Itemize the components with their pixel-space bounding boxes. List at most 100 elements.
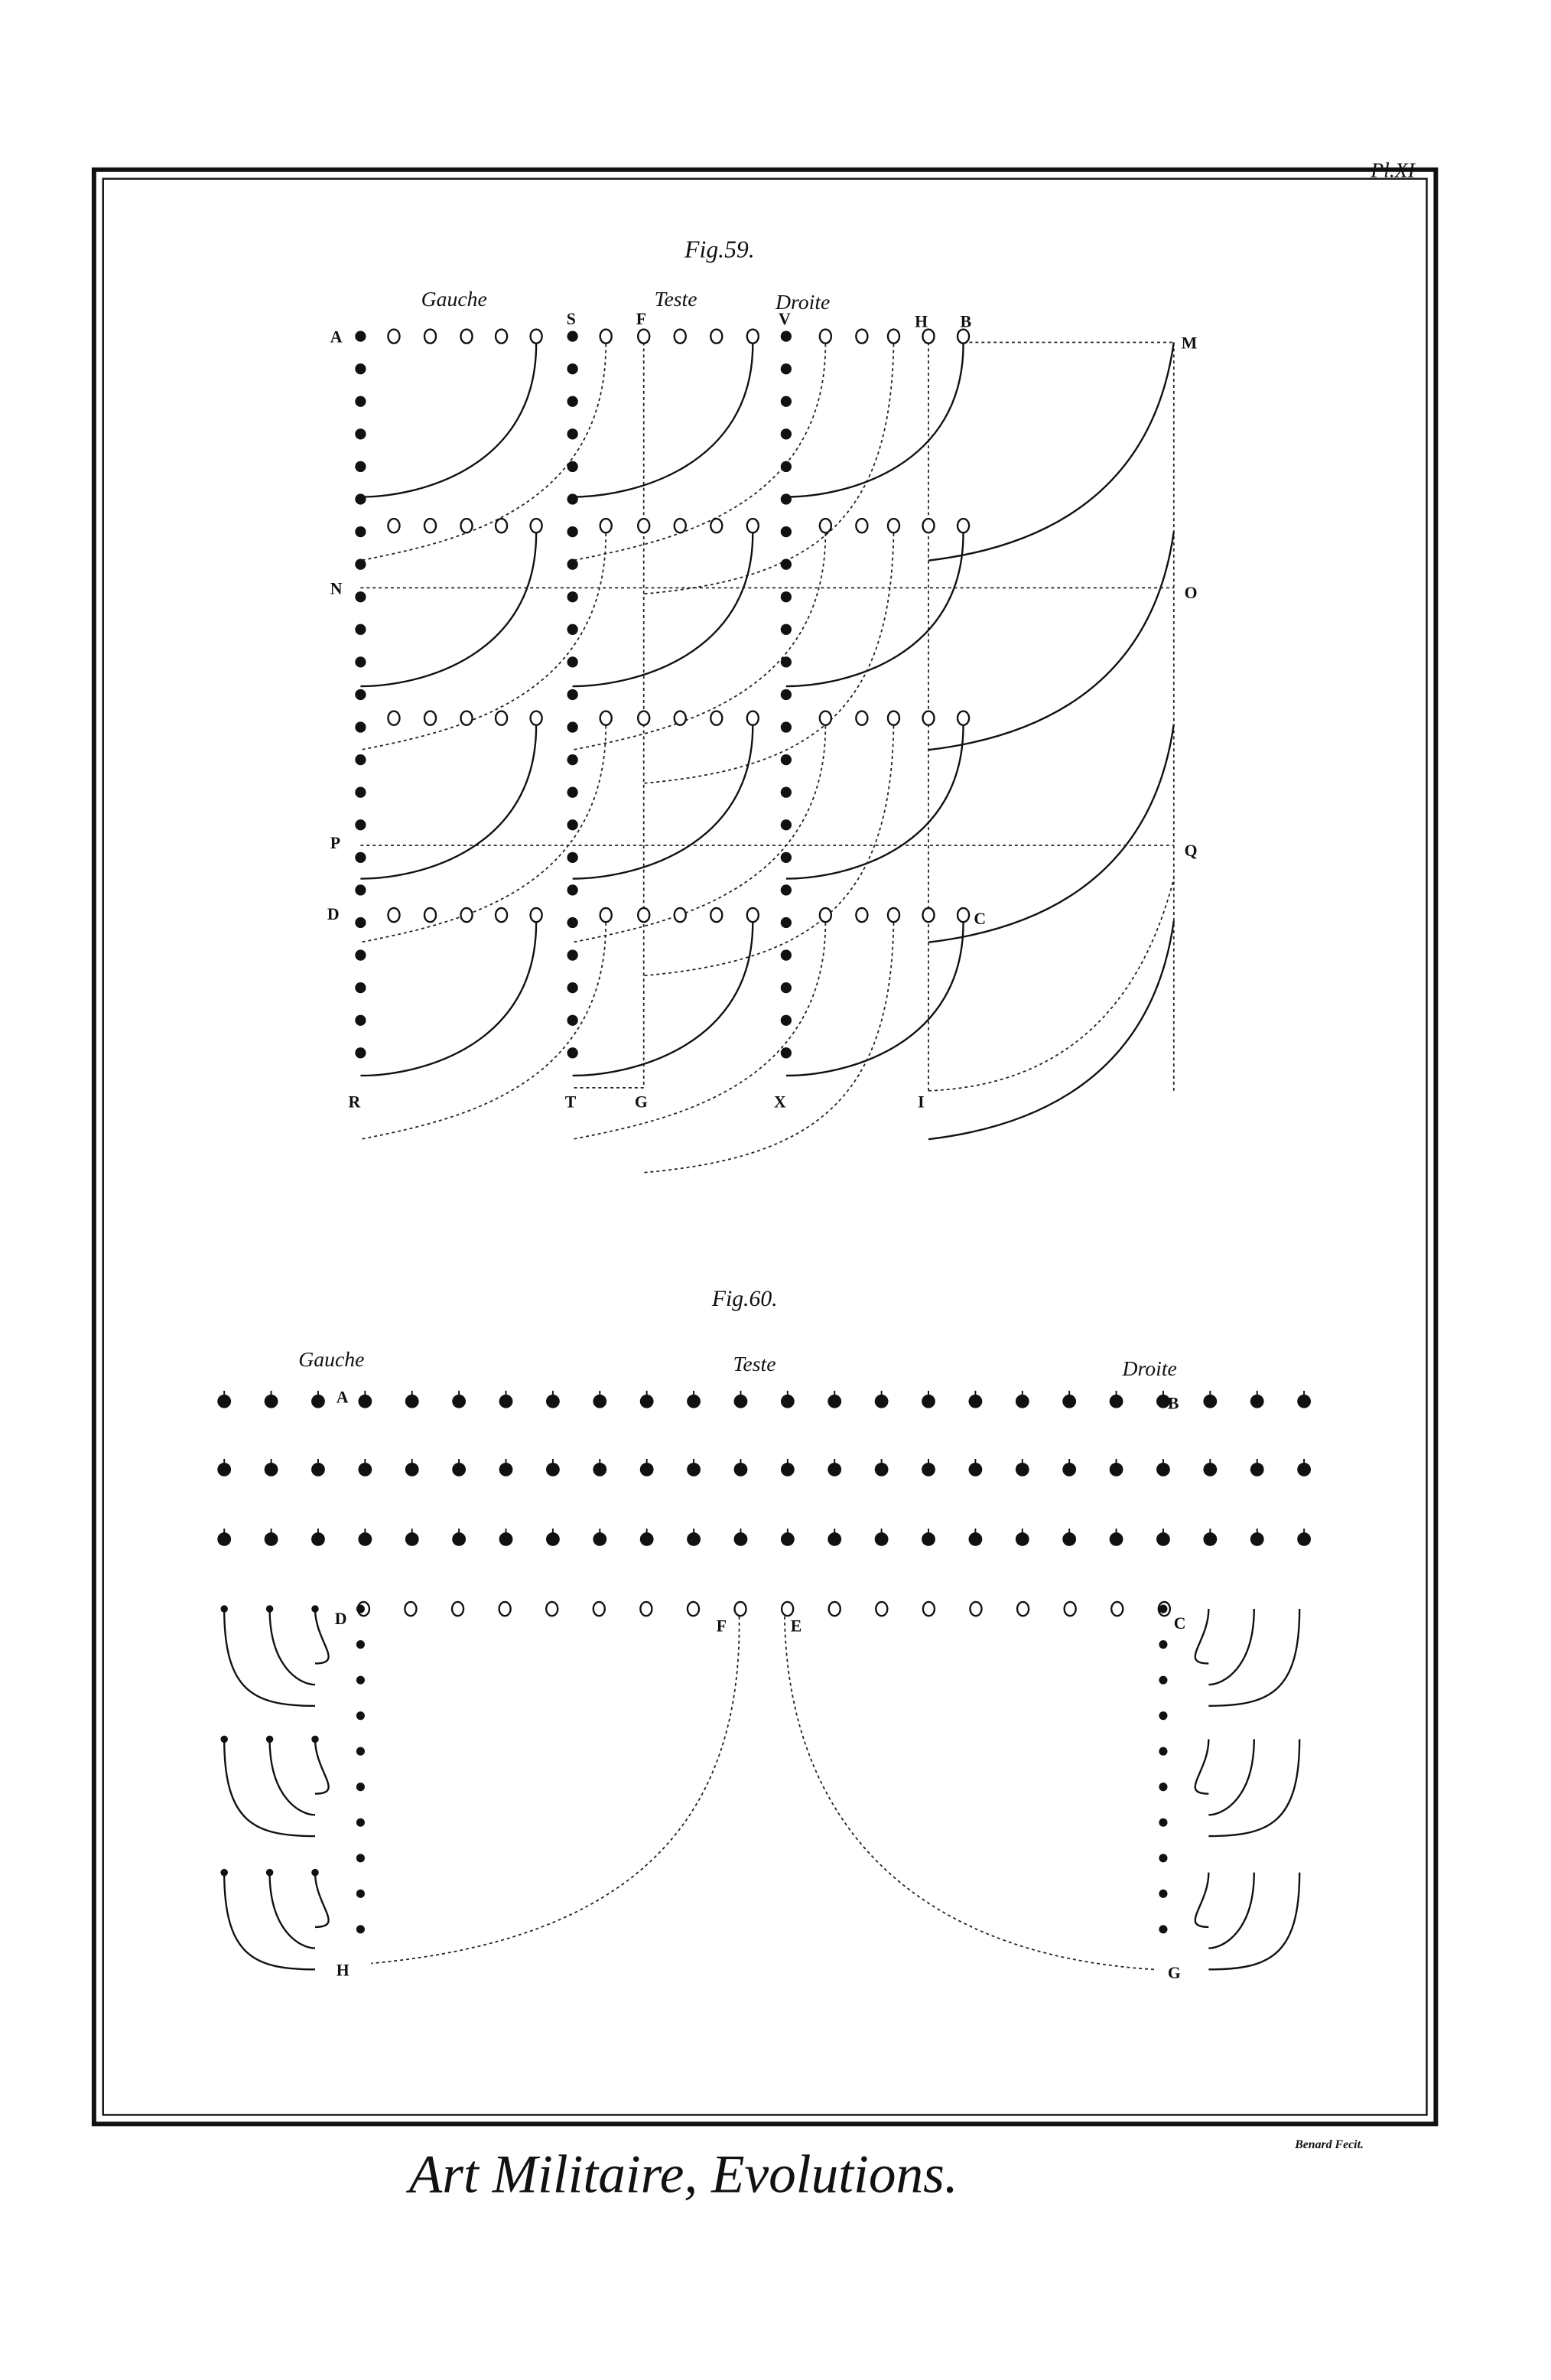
file-dot <box>355 786 366 798</box>
fig59-heading-teste: Teste <box>655 287 697 311</box>
rank-circle <box>599 517 613 534</box>
file-dot <box>355 754 366 766</box>
file-dot <box>780 982 792 994</box>
wheel-arc <box>223 1872 315 1971</box>
soldier-dot <box>264 1532 278 1546</box>
wheel-dot <box>265 1605 274 1613</box>
fig60-lines <box>223 1609 1301 1971</box>
file-dot <box>1159 1711 1168 1721</box>
rank-circle <box>387 328 401 344</box>
file-dot <box>780 330 792 342</box>
soldier-dot <box>1250 1394 1264 1408</box>
file-dot <box>780 526 792 538</box>
rank-circle <box>494 517 509 534</box>
file-dot <box>355 330 366 342</box>
fig59-label-C: C <box>974 910 986 928</box>
rank-circle <box>460 517 473 534</box>
rank-circle <box>886 710 901 726</box>
plate-title: Art Militaire, Evolutions. <box>406 2144 958 2204</box>
wheel-arc <box>360 343 538 498</box>
wheel-arc-dashed <box>643 725 895 977</box>
file-dot <box>1159 1675 1168 1685</box>
soldier-dot <box>358 1394 372 1408</box>
fig59-dots <box>355 328 971 1059</box>
rank-circle <box>423 517 437 534</box>
soldier-dot <box>1297 1532 1312 1546</box>
fig59-heading-gauche: Gauche <box>421 287 487 311</box>
file-dot <box>567 623 578 635</box>
soldier-dot <box>452 1462 467 1477</box>
file-dot <box>780 819 792 831</box>
rank-circle <box>710 710 723 726</box>
file-dot <box>567 721 578 733</box>
file-dot <box>780 949 792 961</box>
fig59-label-R: R <box>349 1093 361 1112</box>
soldier-dot <box>1156 1394 1170 1408</box>
file-dot <box>780 493 792 505</box>
file-dot <box>356 1925 365 1934</box>
wheel-arc <box>572 922 754 1077</box>
file-dot <box>780 363 792 375</box>
soldier-dot <box>874 1394 889 1408</box>
file-dot <box>780 396 792 407</box>
soldier-dot <box>1203 1532 1218 1546</box>
soldier-dot <box>780 1532 795 1546</box>
file-dot <box>356 1854 365 1863</box>
wheel-arc <box>785 922 964 1077</box>
fig60-label-F: F <box>717 1617 727 1636</box>
rank-circle <box>423 907 437 923</box>
wheel-arc <box>785 343 964 498</box>
soldier-dot <box>311 1532 325 1546</box>
guide-line-F-G <box>572 342 645 1089</box>
soldier-dot <box>1109 1462 1123 1477</box>
rank-circle <box>886 517 901 534</box>
soldier-dot <box>405 1394 419 1408</box>
soldier-dot <box>968 1394 983 1408</box>
file-dot <box>356 1675 365 1685</box>
file-dot <box>355 558 366 570</box>
soldier-dot <box>639 1394 654 1408</box>
rank-circle <box>733 1600 747 1617</box>
wheel-arc <box>314 1872 330 1929</box>
rank-circle <box>387 517 401 534</box>
soldier-dot <box>1062 1394 1077 1408</box>
rank-circle <box>673 907 687 923</box>
soldier-dot <box>217 1532 232 1546</box>
wheel-arc-dashed <box>360 725 607 943</box>
arc-dashed <box>928 878 1175 1092</box>
soldier-dot <box>1203 1462 1218 1477</box>
fig60-dots <box>217 1390 1312 1934</box>
fig60-label-B: B <box>1168 1395 1179 1413</box>
file-dot <box>780 884 792 896</box>
rank-circle <box>498 1600 512 1617</box>
rank-circle <box>956 907 971 923</box>
wheel-arc <box>572 343 754 498</box>
file-dot <box>355 917 366 929</box>
wheel-arc <box>223 1609 315 1707</box>
soldier-dot <box>452 1394 467 1408</box>
file-dot <box>780 721 792 733</box>
rank-circle <box>1016 1600 1030 1617</box>
wheel-arc-dashed <box>643 922 895 1174</box>
file-dot <box>1159 1640 1168 1649</box>
file-dot <box>567 428 578 440</box>
rank-circle <box>746 710 760 726</box>
file-dot <box>355 461 366 473</box>
soldier-dot <box>687 1462 701 1477</box>
rank-circle <box>956 328 971 344</box>
rank-circle <box>855 907 869 923</box>
soldier-dot <box>874 1532 889 1546</box>
file-dot <box>567 461 578 473</box>
fig59-label-D: D <box>327 905 340 923</box>
file-dot <box>780 851 792 863</box>
wheel-arc-dashed <box>572 533 827 751</box>
file-dot <box>780 461 792 473</box>
wheel-arc <box>1194 1739 1210 1795</box>
wheel-arc <box>1208 1609 1301 1707</box>
rank-circle <box>875 1600 889 1617</box>
file-dot <box>567 1047 578 1059</box>
file-dot <box>567 396 578 407</box>
rank-circle <box>710 517 723 534</box>
engraver-credit: Benard Fecit. <box>1294 2138 1364 2151</box>
file-dot <box>355 396 366 407</box>
